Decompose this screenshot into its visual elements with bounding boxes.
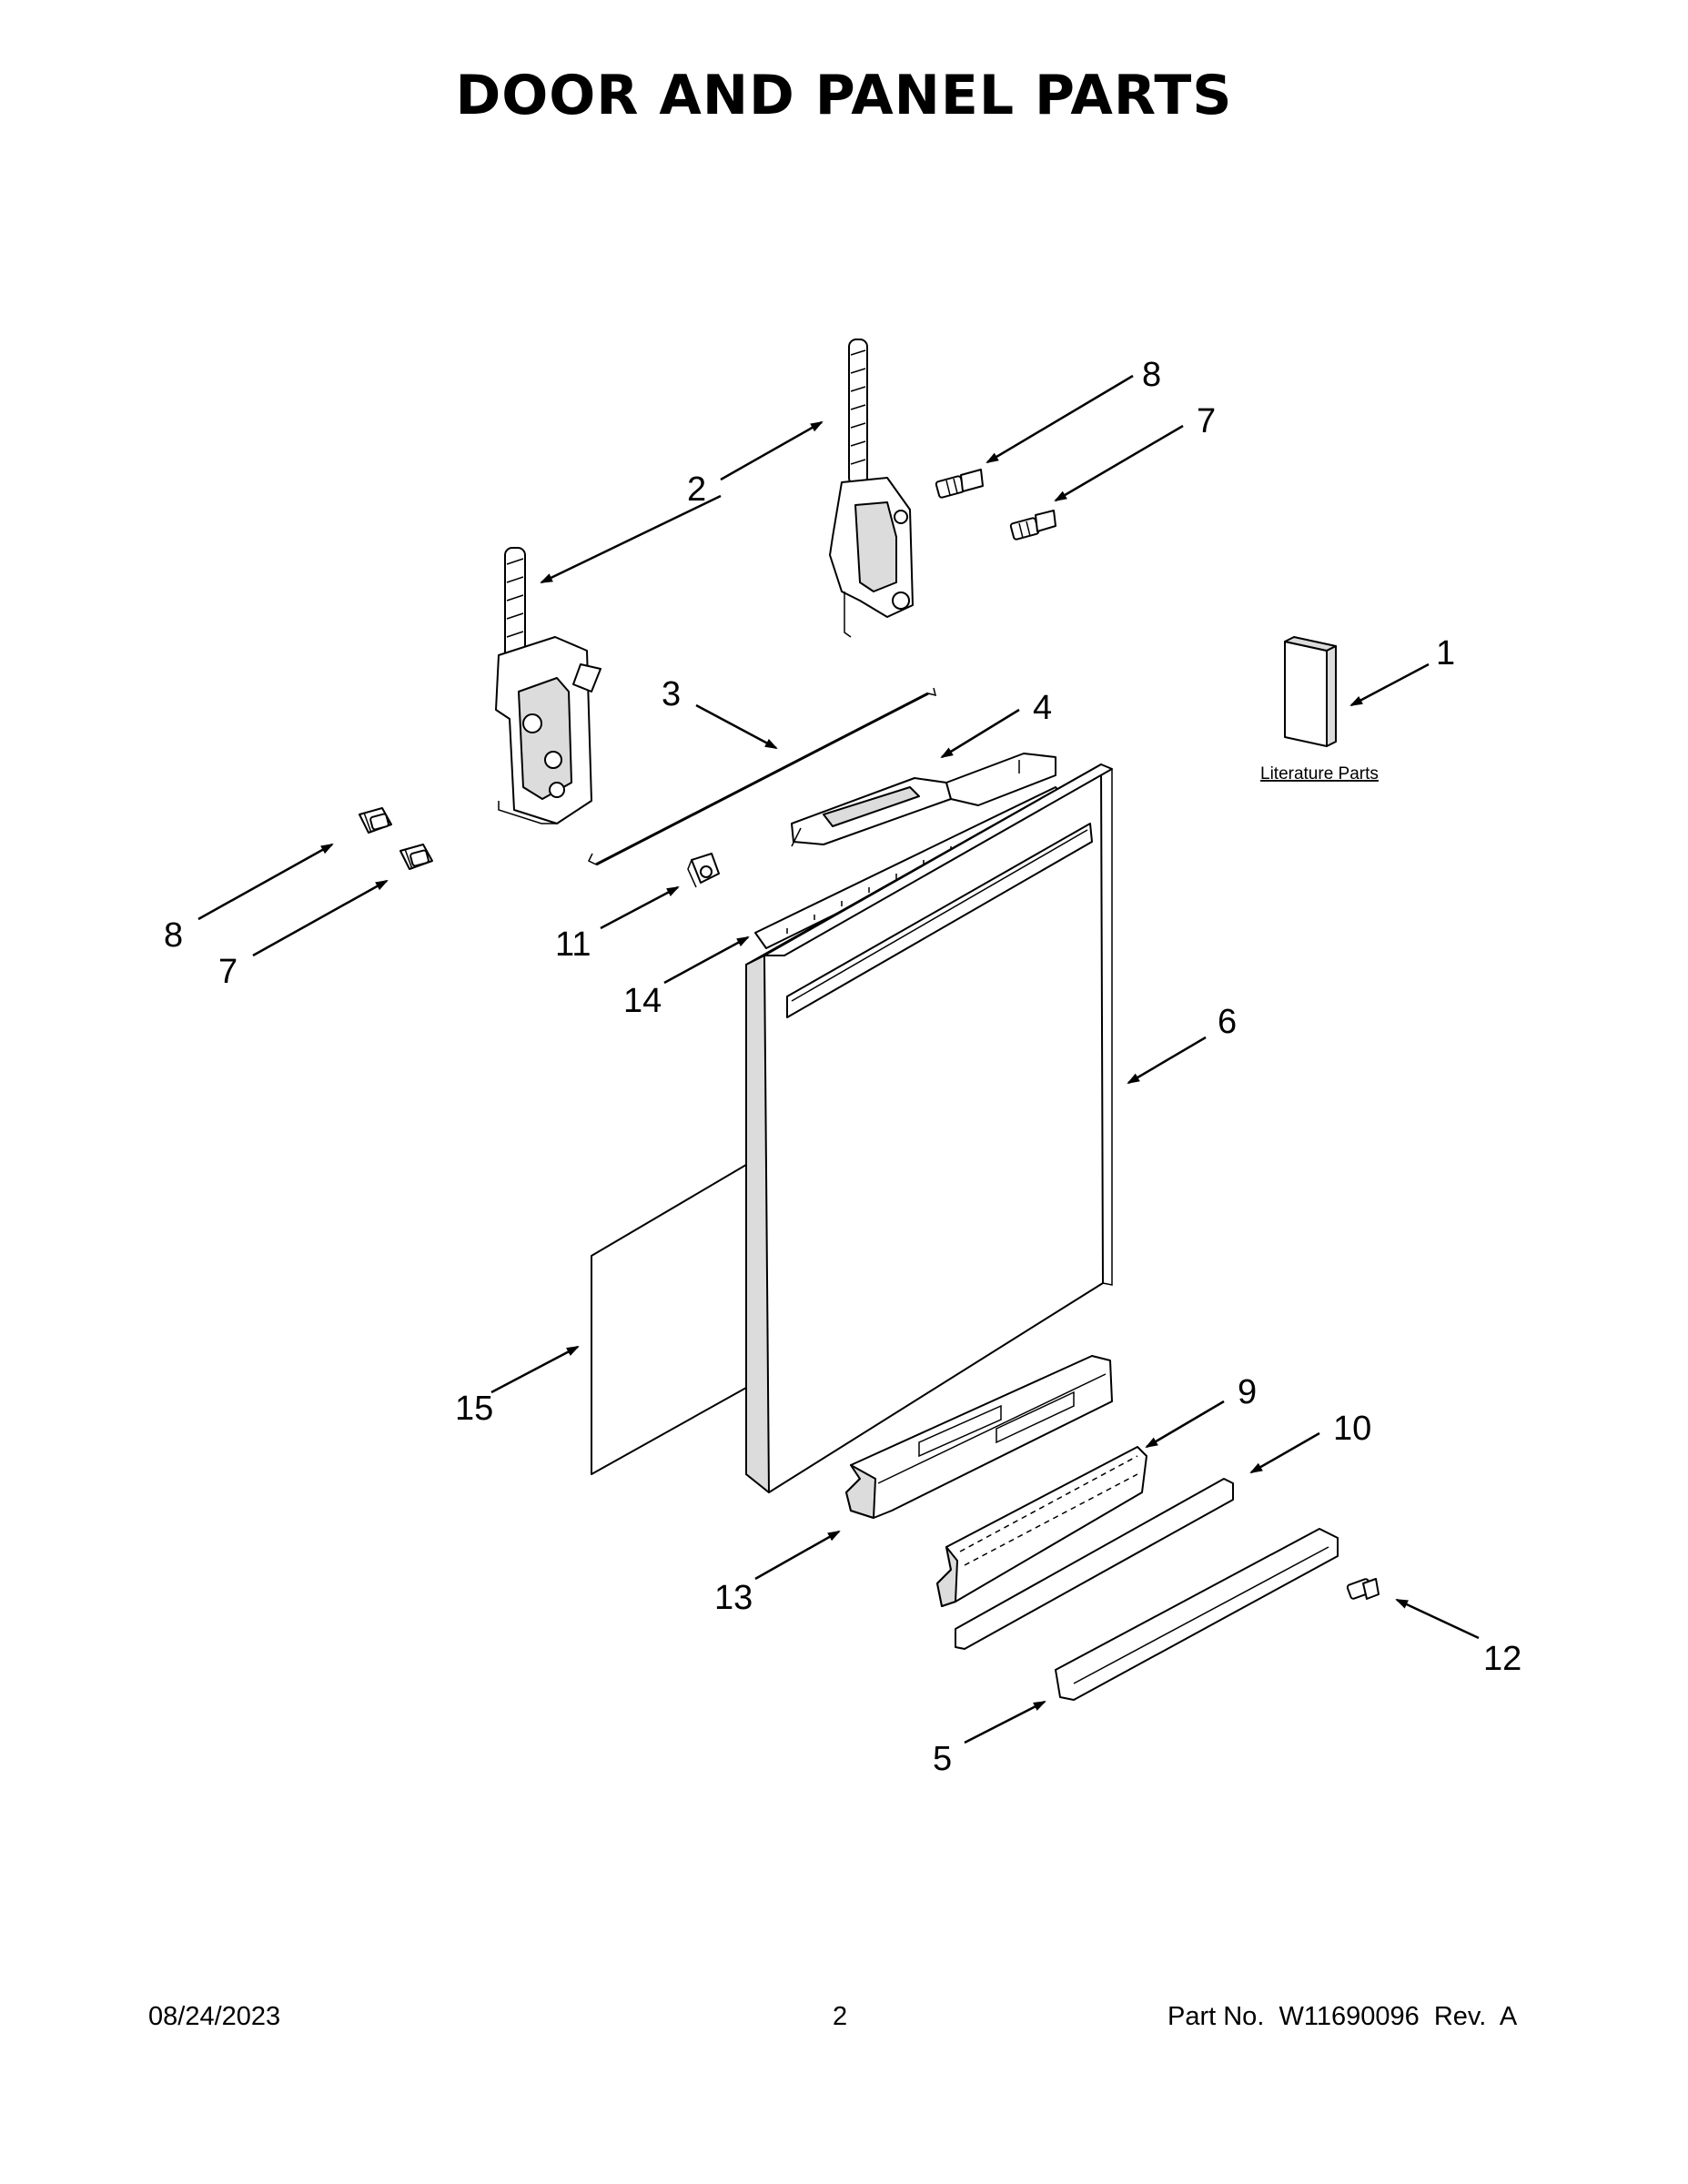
leader-11 xyxy=(600,885,680,930)
callout-8-top: 8 xyxy=(1142,356,1161,394)
leader-14 xyxy=(663,935,750,985)
callout-13: 13 xyxy=(714,1579,753,1617)
leader-12 xyxy=(1395,1598,1480,1640)
page-title: DOOR AND PANEL PARTS xyxy=(455,64,1233,127)
literature-booklet xyxy=(1284,636,1337,747)
hinge-screw-top-8 xyxy=(935,469,984,499)
callout-14: 14 xyxy=(623,982,662,1020)
leader-8-top xyxy=(986,374,1134,464)
door-panel-part xyxy=(745,763,1113,1493)
callout-2: 2 xyxy=(687,470,706,509)
leader-5 xyxy=(964,1700,1046,1744)
callout-3: 3 xyxy=(662,675,681,713)
hinge-screw-top-7 xyxy=(1009,510,1056,541)
callout-7-top: 7 xyxy=(1197,402,1216,440)
lower-block-part xyxy=(845,1355,1113,1519)
footer-page-number: 2 xyxy=(833,2002,848,2031)
leader-9 xyxy=(1145,1400,1225,1449)
leader-10 xyxy=(1249,1431,1320,1474)
leader-8-left xyxy=(197,843,334,921)
callout-8-left: 8 xyxy=(164,916,183,955)
door-rod-part xyxy=(587,687,937,866)
callout-7-left: 7 xyxy=(218,953,238,991)
hinge-screw-left-8 xyxy=(359,807,392,834)
toe-strip-part xyxy=(955,1478,1234,1650)
callout-6: 6 xyxy=(1218,1003,1237,1041)
left-hinge-part xyxy=(495,547,601,824)
lower-block-rear-part xyxy=(936,1446,1147,1607)
callout-11: 11 xyxy=(555,925,591,964)
literature-parts-label: Literature Parts xyxy=(1260,764,1379,784)
callout-9: 9 xyxy=(1238,1373,1257,1411)
callout-12: 12 xyxy=(1483,1640,1521,1678)
leader-15 xyxy=(490,1345,580,1394)
hinge-screw-left-7 xyxy=(399,844,433,870)
vent-clip-part xyxy=(687,853,720,888)
leader-2-left xyxy=(540,494,722,584)
callout-1: 1 xyxy=(1436,634,1455,672)
footer-part-number: Part No. W11690096 Rev. A xyxy=(1167,2002,1518,2031)
leader-7-top xyxy=(1054,424,1184,502)
callout-10: 10 xyxy=(1333,1410,1371,1448)
right-hinge-part xyxy=(829,339,914,638)
kick-plate-part xyxy=(1055,1528,1339,1701)
leader-13 xyxy=(754,1530,841,1581)
insulation-panel-part xyxy=(591,1164,747,1475)
leader-3 xyxy=(695,703,778,750)
leader-4 xyxy=(940,708,1020,759)
leader-7-left xyxy=(252,879,389,957)
leader-2-right xyxy=(720,420,824,481)
callout-5: 5 xyxy=(933,1740,952,1778)
leader-1 xyxy=(1349,662,1430,707)
callout-4: 4 xyxy=(1033,689,1052,727)
kick-plate-screw xyxy=(1346,1578,1380,1600)
callout-15: 15 xyxy=(455,1390,493,1428)
leader-6 xyxy=(1127,1036,1207,1085)
footer-date: 08/24/2023 xyxy=(148,2002,281,2031)
vent-part xyxy=(791,753,1056,847)
leader-lines xyxy=(197,374,1480,1744)
